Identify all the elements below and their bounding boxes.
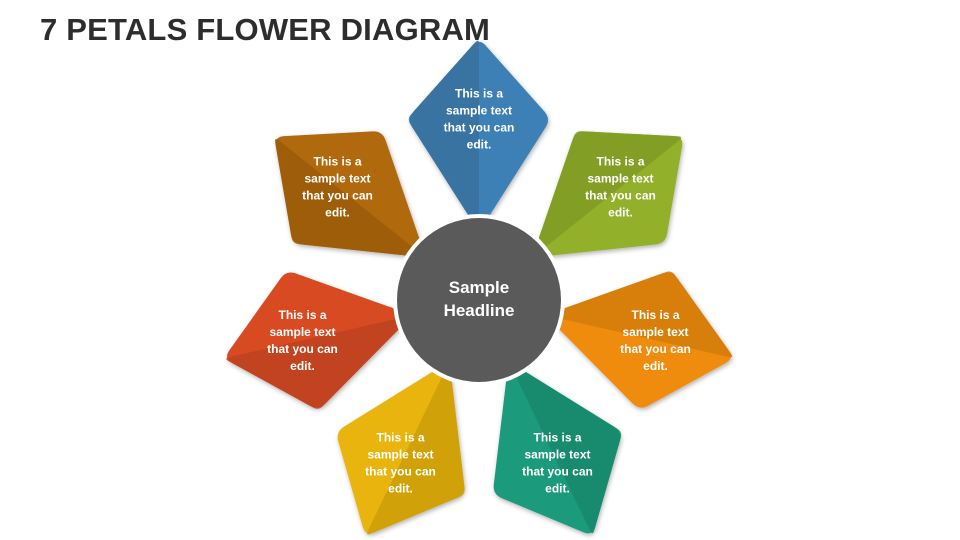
center-headline-line2: Headline — [444, 301, 515, 320]
petal-upper-right-text-line: that you can — [585, 189, 656, 203]
petal-upper-right-text-line: edit. — [608, 206, 633, 220]
petal-right: This is a sample text that you can edit. — [548, 271, 733, 408]
petal-lower-left-text-line: edit. — [388, 482, 413, 496]
petal-lower-right-text-line: edit. — [545, 482, 570, 496]
petal-upper-left-shade — [275, 138, 424, 258]
page-title: 7 PETALS FLOWER DIAGRAM — [40, 12, 491, 47]
petal-lower-left-text-line: sample text — [367, 448, 433, 462]
petal-right-shade — [548, 271, 733, 358]
center-hub-circle — [397, 218, 561, 382]
petal-left-text-line: edit. — [290, 359, 315, 373]
petal-right-text-line: sample text — [622, 325, 688, 339]
petal-upper-left: This is a sample text that you can edit. — [275, 131, 424, 258]
petal-left-text-line: that you can — [267, 342, 338, 356]
petal-lower-right-text-line: sample text — [524, 448, 590, 462]
petal-lower-right: This is a sample text that you can edit. — [493, 363, 622, 534]
petal-upper-left-text-line: that you can — [302, 189, 373, 203]
petal-lower-right-text-line: This is a — [533, 431, 581, 445]
petal-top: This is a sample text that you can edit. — [408, 40, 549, 230]
petal-top-text-line: sample text — [446, 104, 512, 118]
center-headline-line1: Sample — [449, 278, 509, 297]
petal-top-text-line: This is a — [455, 87, 503, 101]
petal-lower-left-text-line: that you can — [365, 465, 436, 479]
center-hub: Sample Headline — [393, 214, 565, 386]
petal-left-text-line: sample text — [269, 325, 335, 339]
petal-upper-right: This is a sample text that you can edit. — [533, 131, 683, 257]
petal-right-text-line: that you can — [620, 342, 691, 356]
petal-upper-right-text-line: This is a — [596, 155, 644, 169]
petal-top-text-line: that you can — [444, 121, 515, 135]
petal-left-shade — [226, 316, 411, 409]
petal-right-text-line: edit. — [643, 359, 668, 373]
petal-top-text-line: edit. — [467, 138, 492, 152]
petal-left: This is a sample text that you can edit. — [226, 272, 411, 409]
petal-upper-right-shade — [533, 131, 682, 256]
petal-upper-left-text-line: edit. — [325, 206, 350, 220]
petal-upper-right-text-line: sample text — [587, 172, 653, 186]
petal-lower-right-text-line: that you can — [522, 465, 593, 479]
petal-left-text-line: This is a — [278, 308, 326, 322]
petal-upper-left-text-line: sample text — [304, 172, 370, 186]
petal-lower-right-shade — [510, 363, 622, 534]
petal-right-text-line: This is a — [631, 308, 679, 322]
petal-top-shade — [408, 40, 479, 230]
petal-upper-left-text-line: This is a — [313, 155, 361, 169]
petal-lower-left-shade — [367, 364, 465, 535]
petal-lower-left-text-line: This is a — [376, 431, 424, 445]
petal-lower-left: This is a sample text that you can edit. — [337, 364, 465, 535]
